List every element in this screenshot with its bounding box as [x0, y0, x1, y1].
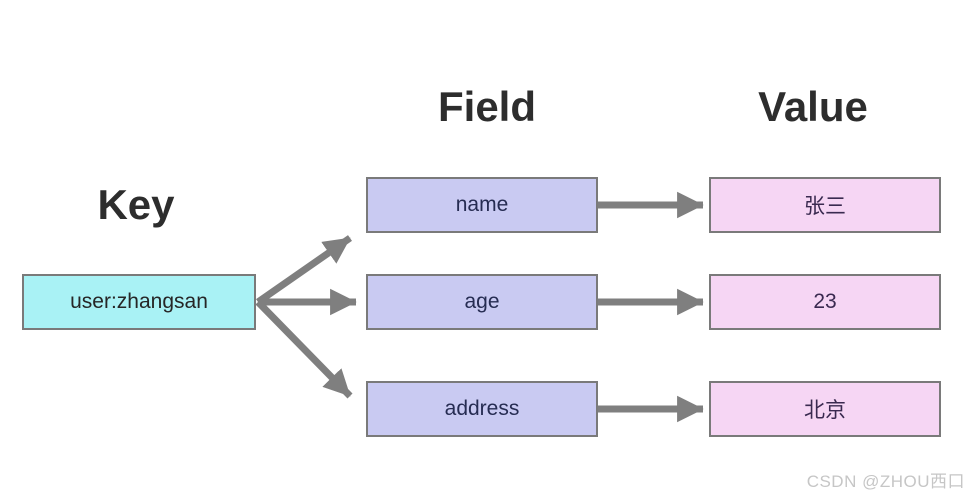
- value-node-label: 23: [813, 290, 837, 313]
- value-node-label: 张三: [804, 195, 846, 218]
- value-node-age: 23: [709, 274, 941, 330]
- watermark: CSDN @ZHOU西口: [806, 472, 965, 491]
- key-heading: Key: [97, 181, 175, 228]
- value-node-address: 北京: [709, 381, 941, 437]
- field-node-label: address: [444, 397, 520, 420]
- value-node-label: 北京: [804, 399, 846, 422]
- key-node: user:zhangsan: [22, 274, 256, 330]
- key-to-address-arrow: [255, 299, 353, 399]
- field-node-label: name: [455, 193, 509, 216]
- value-heading: Value: [758, 83, 868, 130]
- field-node-age: age: [366, 274, 598, 330]
- key-node-label: user:zhangsan: [70, 290, 208, 313]
- field-node-name: name: [366, 177, 598, 233]
- field-node-address: address: [366, 381, 598, 437]
- field-heading: Field: [437, 83, 537, 130]
- key-to-name-arrow: [256, 235, 352, 305]
- field-node-label: age: [464, 290, 500, 313]
- value-node-name: 张三: [709, 177, 941, 233]
